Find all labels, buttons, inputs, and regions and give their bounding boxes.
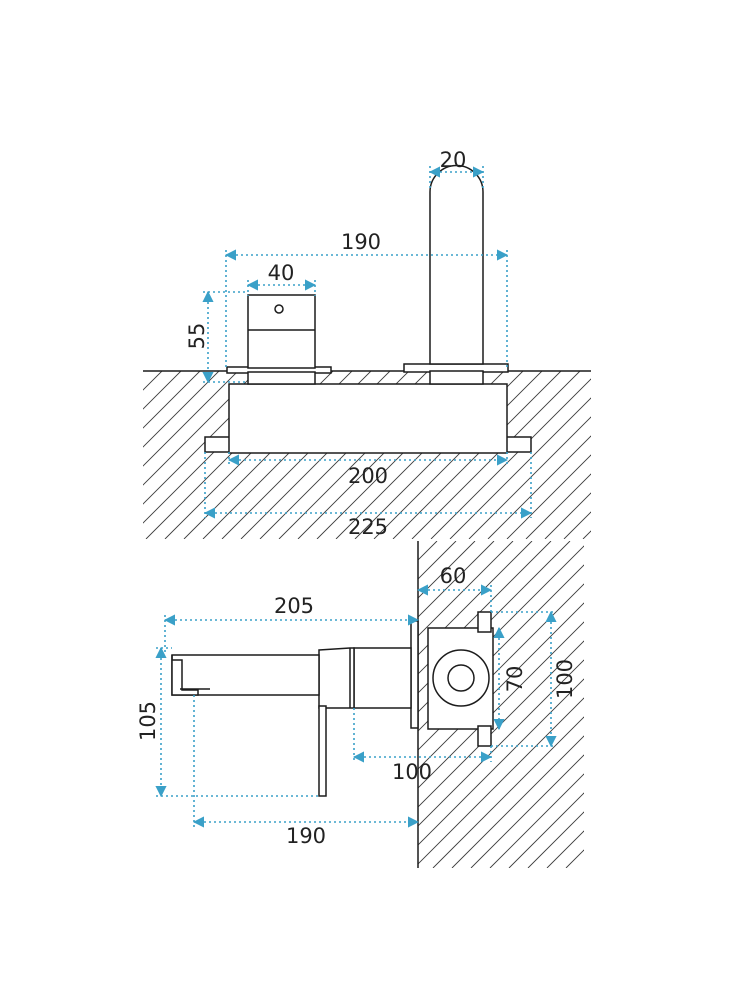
dim-label-box-width: 100 — [392, 760, 432, 784]
dim-label-plate-length: 225 — [348, 515, 388, 539]
dim-label-body-length: 200 — [348, 464, 388, 488]
wall-plate-side — [410, 620, 419, 729]
dim-label-spacing: 190 — [341, 230, 381, 254]
dim-label-spout-reach: 205 — [274, 594, 314, 618]
dimension-lines-side — [155, 584, 557, 828]
handle-body-side — [318, 647, 412, 797]
spout-side — [171, 654, 320, 696]
dim-label-reach-from-wall: 190 — [286, 824, 326, 848]
top-view: 20 190 40 55 200 225 — [143, 148, 591, 539]
dim-label-handle-width: 40 — [268, 261, 295, 285]
dim-label-spout-height: 105 — [136, 701, 160, 741]
dim-label-box-height-outer: 100 — [553, 659, 577, 699]
side-view: 205 60 70 100 105 100 190 — [136, 541, 584, 868]
dim-label-spout-width: 20 — [440, 148, 467, 172]
dim-label-box-height-inner: 70 — [503, 666, 527, 693]
concealed-box-side — [427, 611, 494, 747]
spout-top — [403, 164, 509, 385]
dim-label-body-depth: 60 — [440, 564, 467, 588]
concealed-body — [228, 383, 508, 454]
dimension-lines-top — [202, 166, 533, 519]
handle-pin-icon — [274, 304, 284, 314]
dim-label-handle-height: 55 — [185, 323, 209, 350]
mixer-handle — [226, 294, 332, 385]
